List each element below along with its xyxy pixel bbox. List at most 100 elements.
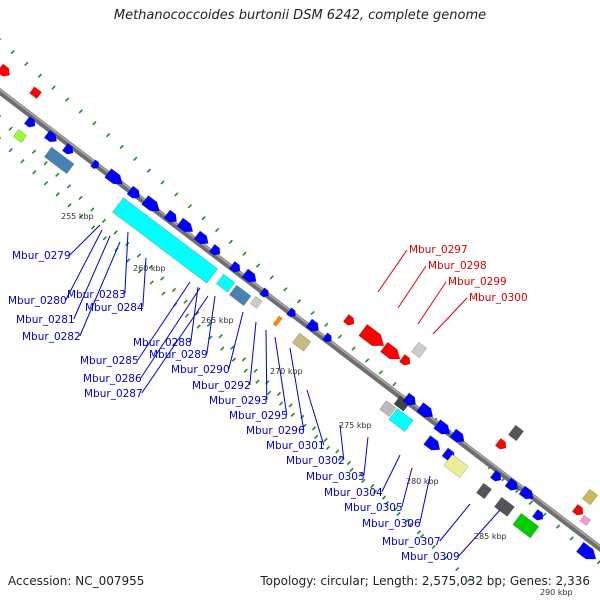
tick-dot xyxy=(408,522,413,528)
tick-dot xyxy=(288,403,293,408)
tick-dot xyxy=(37,73,43,78)
genome-summary-text: Topology: circular; Length: 2,575,032 bp… xyxy=(260,574,590,588)
tick-dot xyxy=(337,456,342,462)
tick-dot xyxy=(231,357,237,362)
tick-dot xyxy=(370,483,375,489)
label-leader-line xyxy=(439,503,471,542)
tick-dot xyxy=(161,291,166,296)
label-leader-line xyxy=(289,347,305,431)
gene-feature xyxy=(493,496,515,517)
gene-feature xyxy=(494,437,507,450)
gene-feature xyxy=(104,168,123,185)
gene-label: Mbur_0293 xyxy=(209,395,268,407)
gene-feature xyxy=(90,159,100,170)
tick-dot xyxy=(195,310,200,316)
gene-feature xyxy=(141,195,160,212)
label-leader-line xyxy=(401,467,413,508)
tick-dot xyxy=(555,524,561,529)
tick-dot xyxy=(466,578,472,583)
gene-label: Mbur_0305 xyxy=(344,502,403,514)
gene-label: Mbur_0301 xyxy=(266,440,325,452)
tick-dot xyxy=(184,313,190,318)
tick-dot xyxy=(8,126,13,131)
tick-dot xyxy=(31,149,37,154)
gene-feature xyxy=(163,209,177,223)
tick-dot xyxy=(102,236,107,241)
kbp-marker: 255 kbp xyxy=(61,212,94,221)
tick-dot xyxy=(255,263,261,268)
gene-feature xyxy=(410,341,428,359)
tick-dot xyxy=(361,478,366,484)
gene-label: Mbur_0285 xyxy=(80,355,139,367)
gene-label: Mbur_0284 xyxy=(85,302,144,314)
label-leader-line xyxy=(206,295,216,355)
tick-dot xyxy=(241,357,247,362)
gene-label: Mbur_0306 xyxy=(362,518,421,530)
gene-feature xyxy=(228,260,241,273)
gene-feature xyxy=(43,129,57,143)
gene-label: Mbur_0298 xyxy=(428,260,487,272)
gene-feature xyxy=(126,185,140,199)
label-leader-line xyxy=(339,424,345,461)
gene-feature xyxy=(475,482,493,500)
gene-label: Mbur_0297 xyxy=(409,244,468,256)
gene-label: Mbur_0300 xyxy=(469,292,528,304)
tick-dot xyxy=(528,500,533,505)
tick-dot xyxy=(160,180,165,185)
gene-label: Mbur_0287 xyxy=(84,388,143,400)
label-leader-line xyxy=(432,297,468,335)
label-leader-line xyxy=(79,241,121,337)
tick-dot xyxy=(514,488,520,494)
tick-dot xyxy=(228,239,233,244)
tick-dot xyxy=(174,192,179,197)
label-leader-line xyxy=(417,281,447,325)
gene-label: Mbur_0295 xyxy=(229,410,288,422)
gene-feature xyxy=(504,477,518,491)
tick-dot xyxy=(201,215,206,221)
label-leader-line xyxy=(274,336,288,416)
gene-label: Mbur_0283 xyxy=(67,289,126,301)
gene-feature xyxy=(512,512,540,539)
label-leader-line xyxy=(141,295,209,394)
tick-dot xyxy=(24,61,29,67)
tick-dot xyxy=(269,275,274,280)
gene-feature xyxy=(249,295,263,309)
gene-label: Mbur_0290 xyxy=(171,364,230,376)
gene-feature xyxy=(379,400,397,418)
tick-dot xyxy=(196,324,201,329)
tick-dot xyxy=(443,555,448,561)
gene-feature xyxy=(423,435,441,451)
tick-dot xyxy=(105,132,111,138)
tick-dot xyxy=(325,445,331,451)
tick-dot xyxy=(78,109,83,114)
tick-dot xyxy=(276,391,282,396)
gene-feature xyxy=(286,307,296,318)
gene-feature xyxy=(112,197,219,284)
tick-dot xyxy=(324,322,329,328)
kbp-marker: 290 kbp xyxy=(540,588,573,597)
tick-dot xyxy=(349,467,354,473)
gene-feature xyxy=(291,332,312,352)
label-leader-line xyxy=(228,311,244,370)
tick-dot xyxy=(183,299,188,304)
label-leader-line xyxy=(397,265,427,309)
kbp-marker: 265 kbp xyxy=(201,316,234,325)
tick-dot xyxy=(90,225,96,230)
tick-dot xyxy=(569,536,574,541)
tick-dot xyxy=(596,560,600,565)
gene-feature xyxy=(581,488,599,506)
label-leader-line xyxy=(377,249,408,293)
tick-dot xyxy=(160,276,165,281)
kbp-marker: 280 kbp xyxy=(406,477,439,486)
tick-dot xyxy=(171,287,177,293)
gene-label: Mbur_0288 xyxy=(133,337,192,349)
accession-text: Accession: NC_007955 xyxy=(8,574,145,588)
gene-feature xyxy=(443,453,469,479)
label-leader-line xyxy=(381,454,401,493)
tick-dot xyxy=(214,227,220,233)
tick-dot xyxy=(55,192,60,197)
tick-dot xyxy=(323,437,328,443)
gene-feature xyxy=(579,514,591,527)
